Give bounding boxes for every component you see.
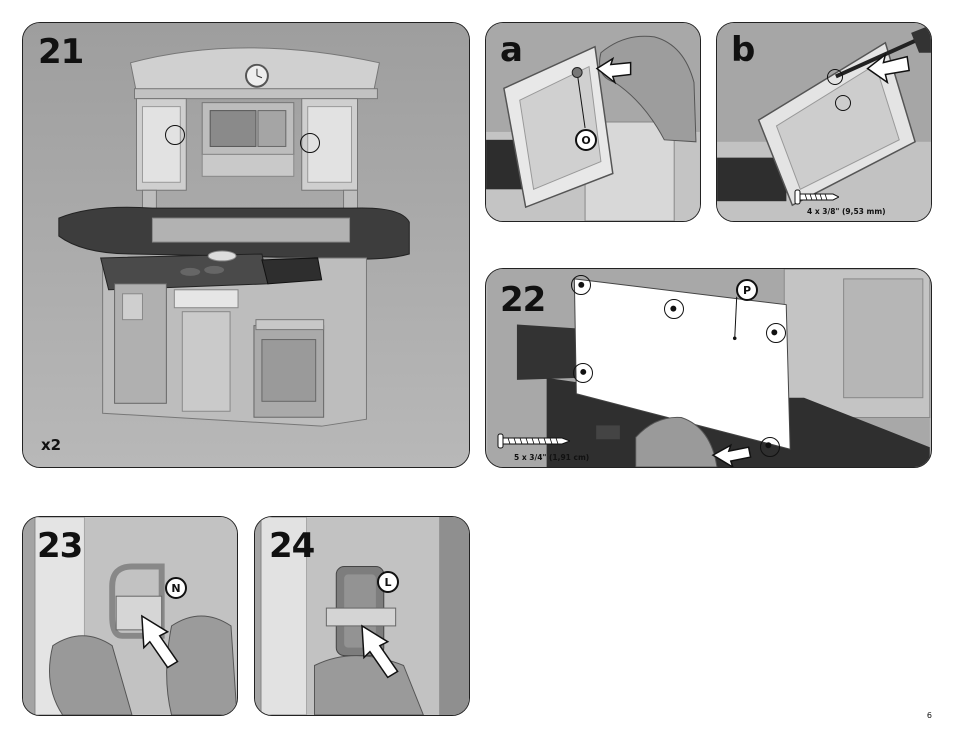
screw-mark-upper	[827, 69, 843, 85]
step-22-number: 22	[500, 280, 546, 320]
part-l-callout: L	[377, 571, 399, 593]
step-23-number: 23	[37, 526, 83, 566]
step-24-number: 24	[269, 526, 315, 566]
screw-icon	[497, 433, 570, 449]
step-22-panel: 22 P 5 x 3/4" (1,91 cm)	[485, 268, 932, 468]
screw-icon	[794, 189, 839, 205]
step-a-panel: a O	[485, 22, 701, 222]
handle-attach-illustration	[23, 517, 237, 715]
step-21-panel: 21 x2	[22, 22, 470, 468]
part-o-callout: O	[575, 129, 597, 151]
kitchen-illustration	[23, 23, 469, 467]
step-b-panel: b 4 x 3/8" (9,53 mm)	[716, 22, 932, 222]
step-21-number: 21	[38, 32, 84, 72]
panel-attach-illustration	[487, 269, 931, 467]
step-21-quantity: x2	[41, 436, 62, 454]
step-b-letter: b	[731, 30, 755, 70]
hinge-mark-left	[165, 125, 185, 145]
latch-attach-illustration	[255, 517, 469, 715]
screw-hole-mark-5	[760, 437, 780, 457]
door-attach-illustration	[486, 23, 700, 221]
hinge-mark-right	[300, 133, 320, 153]
page-number: 6	[926, 711, 932, 720]
screw-hole-mark-4	[573, 363, 593, 383]
step-24-panel: 24 L	[254, 516, 470, 716]
step-a-letter: a	[500, 30, 523, 70]
step-22-screw-size: 5 x 3/4" (1,91 cm)	[514, 453, 590, 462]
screw-mark-lower	[835, 95, 851, 111]
screw-hole-mark-1	[571, 275, 591, 295]
part-n-callout: N	[165, 577, 187, 599]
part-p-callout: P	[736, 279, 758, 301]
door-screw-illustration	[717, 23, 931, 221]
step-b-screw-size: 4 x 3/8" (9,53 mm)	[807, 207, 886, 216]
step-23-panel: 23 N	[22, 516, 238, 716]
screw-hole-mark-2	[664, 299, 684, 319]
screw-hole-mark-3	[766, 323, 786, 343]
